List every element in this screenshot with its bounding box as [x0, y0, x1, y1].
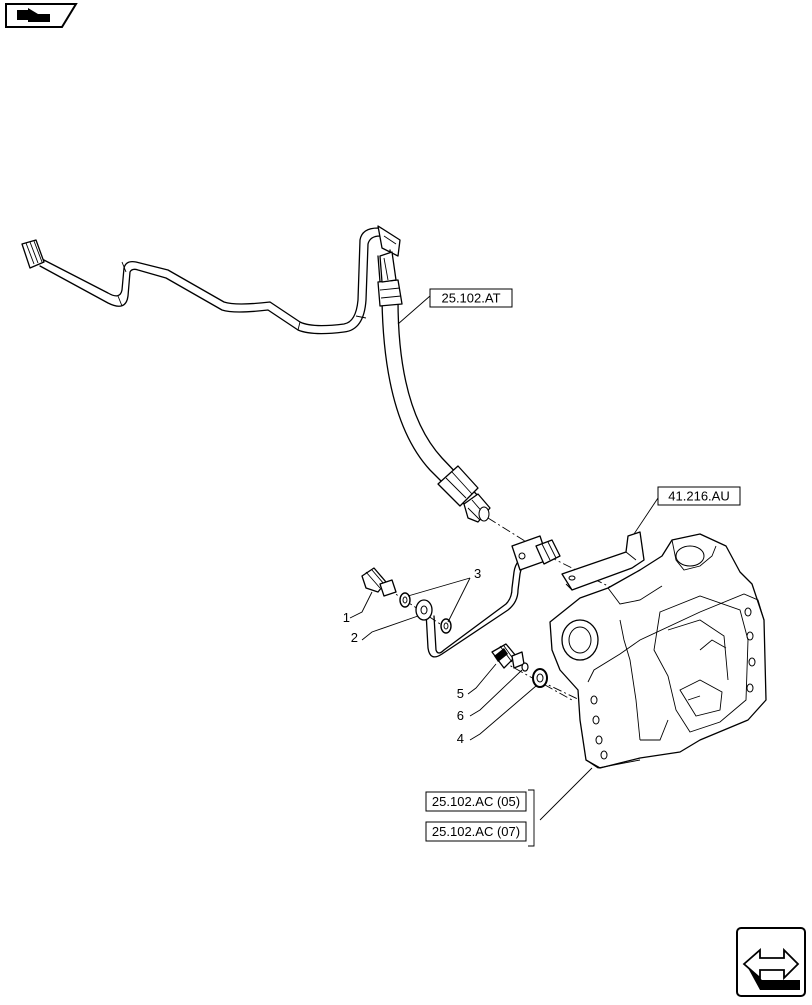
svg-text:41.216.AU: 41.216.AU: [668, 489, 729, 504]
axle-housing: [549, 533, 767, 769]
svg-text:3: 3: [474, 566, 481, 581]
washer-item-3a: [399, 592, 411, 608]
callout-5: 5: [457, 663, 497, 701]
callout-3: 3: [407, 566, 481, 623]
o-ring-item-6: [521, 662, 529, 672]
rigid-pipe: [21, 225, 401, 335]
svg-text:25.102.AC (05): 25.102.AC (05): [432, 794, 520, 809]
washer-item-3b: [440, 618, 452, 634]
callout-4: 4: [457, 685, 537, 746]
svg-text:25.102.AT: 25.102.AT: [441, 291, 500, 306]
svg-text:5: 5: [457, 686, 464, 701]
flexible-hose: [377, 249, 491, 523]
svg-text:4: 4: [457, 731, 464, 746]
svg-text:2: 2: [351, 630, 358, 645]
arrow-right-to-box-icon[interactable]: [5, 3, 78, 28]
svg-text:6: 6: [457, 708, 464, 723]
adapter-item-5: [491, 643, 525, 669]
reference-bracket[interactable]: 41.216.AU: [633, 486, 741, 535]
callout-2: 2: [351, 615, 419, 645]
reference-hose[interactable]: 25.102.AT: [397, 288, 513, 325]
callout-6: 6: [457, 669, 523, 723]
callout-1: 1: [343, 591, 373, 625]
bracket: [561, 531, 645, 591]
washer-item-4: [532, 668, 548, 688]
svg-text:25.102.AC (07): 25.102.AC (07): [432, 824, 520, 839]
next-page-arrow-icon[interactable]: [736, 927, 806, 997]
svg-text:1: 1: [343, 610, 350, 625]
small-tube-item-2: [415, 535, 561, 658]
banjo-bolt-item-1: [361, 567, 397, 597]
reference-housing[interactable]: 25.102.AC (05) 25.102.AC (07): [425, 767, 593, 847]
